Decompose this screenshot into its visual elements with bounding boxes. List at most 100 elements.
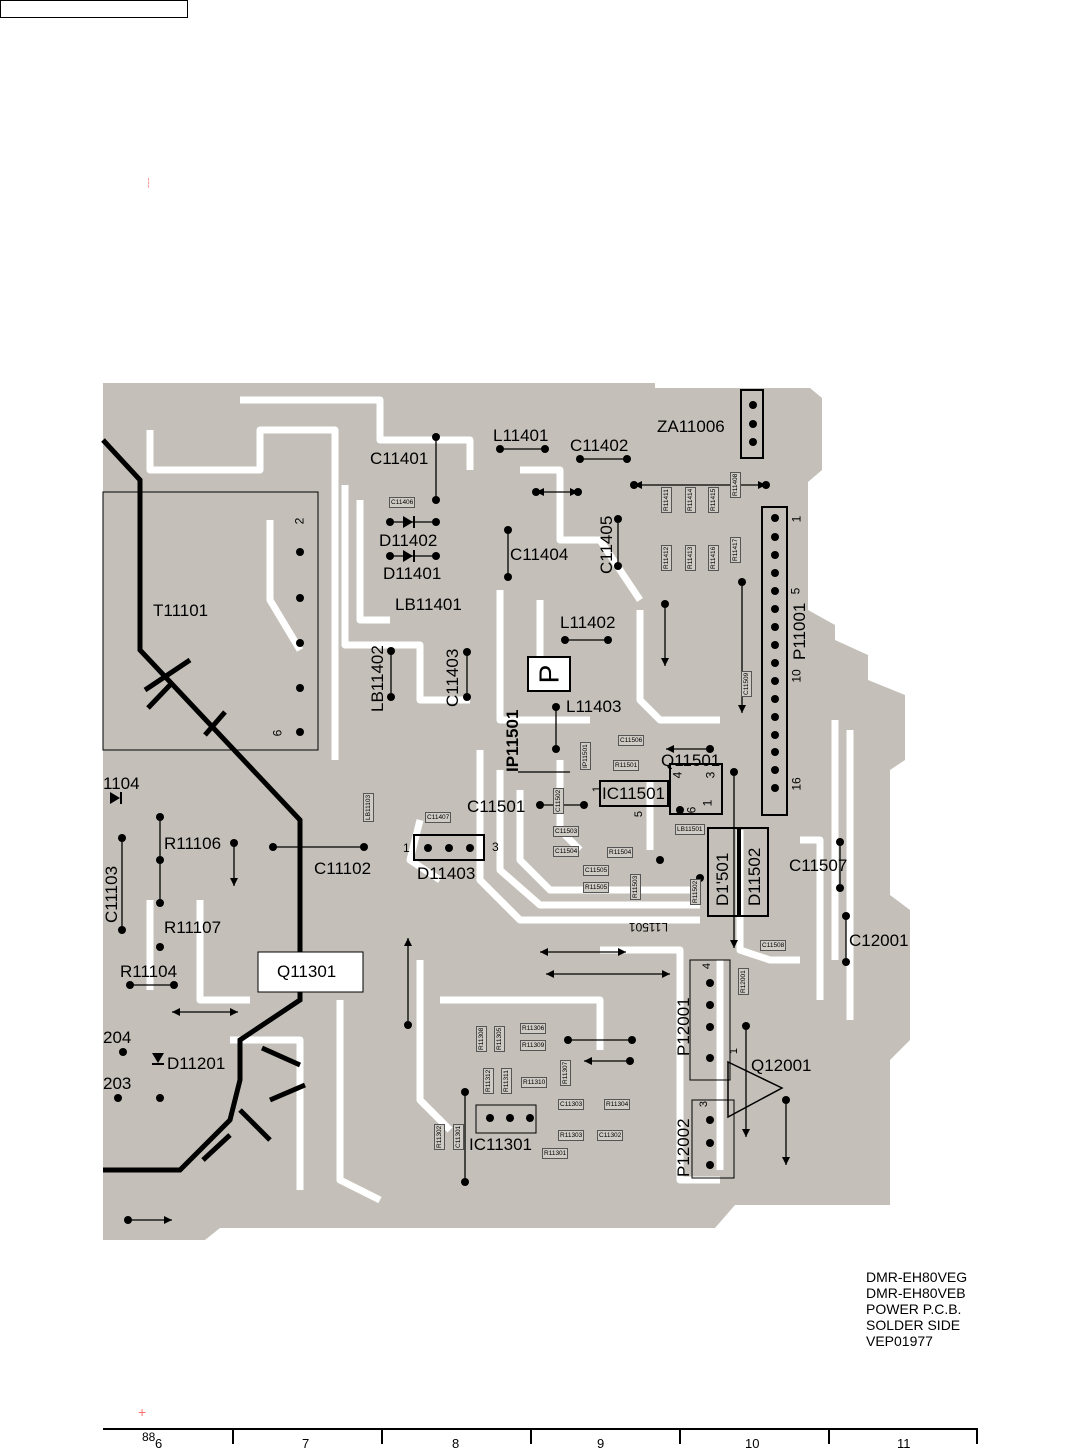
r11106-label: R11106 (164, 834, 222, 853)
c12001-label: C12001 (849, 931, 909, 950)
t11101-label: T11101 (153, 601, 209, 620)
ic11501-outline (599, 780, 669, 807)
solder-pads (114, 401, 850, 1224)
grid-tick (828, 1428, 830, 1444)
r11310-label: R11310 (521, 1077, 548, 1088)
c11406-label: C11406 (389, 497, 416, 508)
pin-10-p11001: 10 (789, 669, 804, 683)
pin-1-ic11501: 1 (591, 785, 604, 793)
r11417-label: R11417 (730, 536, 741, 563)
grid-tick (679, 1428, 681, 1444)
registration-mark: ┆ (146, 178, 152, 188)
d11501-outline (707, 827, 739, 917)
q12001-label: Q12001 (751, 1056, 812, 1075)
model-line-2: DMR-EH80VEB (866, 1285, 966, 1301)
partial-204-label: 204 (103, 1028, 132, 1047)
c11407-label: C11407 (425, 812, 452, 823)
grid-column-8: 8 (452, 1436, 460, 1451)
r11303-label: R11303 (558, 1130, 585, 1141)
r11411-label: R11411 (661, 487, 672, 513)
ip11501-label: IP11501 (503, 709, 522, 772)
ic11301-outline (475, 1104, 537, 1134)
d11201-label: D11201 (167, 1054, 226, 1073)
r11415-label: R11415 (708, 486, 719, 513)
c11504-label: C11504 (553, 846, 580, 857)
part-number: VEP01977 (866, 1333, 933, 1349)
lb11103-label: LB11103 (363, 792, 374, 822)
board-side: SOLDER SIDE (866, 1317, 961, 1333)
page-number: 88 (142, 1430, 156, 1444)
r11408-label: R11408 (730, 471, 741, 498)
model-info-block: DMR-EH80VEG DMR-EH80VEB POWER P.C.B. SOL… (866, 1269, 967, 1349)
lb11401-label: LB11401 (395, 595, 462, 614)
r11503-label: R11503 (630, 873, 641, 900)
r11301-label: R11301 (542, 1148, 569, 1159)
c11507-label: C11507 (789, 856, 848, 875)
r11502-label: R11502 (690, 878, 701, 905)
pin-1-q11501: 1 (700, 799, 715, 807)
r11312-label: R11312 (483, 1067, 494, 1094)
pin-1-d11403: 1 (403, 841, 410, 855)
l11402-label: L11402 (560, 613, 616, 632)
p11001-label: P11001 (790, 602, 809, 660)
board-name: POWER P.C.B. (866, 1301, 962, 1317)
pin-4-q11501: 4 (670, 771, 685, 779)
pin-16-p11001: 16 (789, 777, 804, 791)
pin-3-p12002: 3 (698, 1100, 711, 1108)
d11401-label: D11401 (383, 564, 442, 583)
d11403-label: D11403 (417, 864, 476, 883)
transformer-outline (102, 491, 319, 751)
partial-203-label: 203 (103, 1074, 132, 1093)
grid-column-10: 10 (745, 1436, 760, 1451)
r11304-label: R11304 (604, 1099, 631, 1110)
r12001-label: R12001 (738, 968, 749, 995)
d11403-outline (413, 834, 485, 861)
grid-tick (381, 1428, 383, 1444)
q12001-symbol (727, 1060, 784, 1119)
grid-column-6: 6 (155, 1436, 163, 1451)
p11001-outline (761, 506, 788, 816)
grid-column-7: 7 (302, 1436, 310, 1451)
c11301-label: C11301 (453, 1123, 464, 1150)
ic11501-label: IC11501 (602, 784, 666, 803)
r11413-label: R11413 (685, 544, 696, 571)
r11308-label: R11308 (476, 1025, 487, 1052)
r11311-label: R11311 (501, 1068, 512, 1094)
r11504-label: R11504 (607, 847, 634, 858)
ic11301-label: IC11301 (469, 1135, 533, 1154)
grid-column-11: 11 (897, 1436, 911, 1451)
lb11501-label: LB11501 (675, 824, 705, 835)
r11104-label: R11104 (120, 962, 178, 981)
c11508-label: C11508 (760, 940, 787, 951)
primary-outline (101, 438, 306, 1173)
d11402-label: D11402 (379, 531, 438, 550)
r11306-label: R11306 (520, 1023, 547, 1034)
pin-4-p12001: 4 (701, 962, 714, 970)
pin-3-d11403: 3 (492, 840, 499, 854)
header-box (0, 0, 188, 18)
diode-symbols (110, 516, 415, 1065)
d11502-label: D11502 (745, 847, 764, 906)
c11103-label: C11103 (102, 865, 121, 923)
q11301-label: Q11301 (277, 962, 337, 981)
d11501-label: D1'501 (713, 852, 732, 906)
arrow-heads (164, 481, 790, 1224)
za11006-outline (740, 389, 764, 459)
p12001-outline (689, 959, 731, 1081)
l11501-label: L11501 (628, 920, 668, 934)
c11303-label: C11303 (558, 1099, 585, 1110)
p12002-outline (691, 1099, 735, 1179)
r11307-label: R11307 (560, 1059, 571, 1086)
partial-1104-label: 1104 (103, 774, 140, 793)
r11107-label: R11107 (164, 918, 222, 937)
registration-cross: + (138, 1404, 147, 1420)
c11506-label: C11506 (618, 735, 645, 746)
r11416-label: R11416 (708, 544, 719, 571)
r11505-label: R11505 (583, 882, 610, 893)
r11302-label: R11302 (434, 1123, 445, 1150)
r11414-label: R11414 (685, 486, 696, 513)
c11403-label: C11403 (443, 648, 462, 707)
pin-1-p12001: 1 (728, 1047, 741, 1055)
grid-column-9: 9 (597, 1436, 605, 1451)
